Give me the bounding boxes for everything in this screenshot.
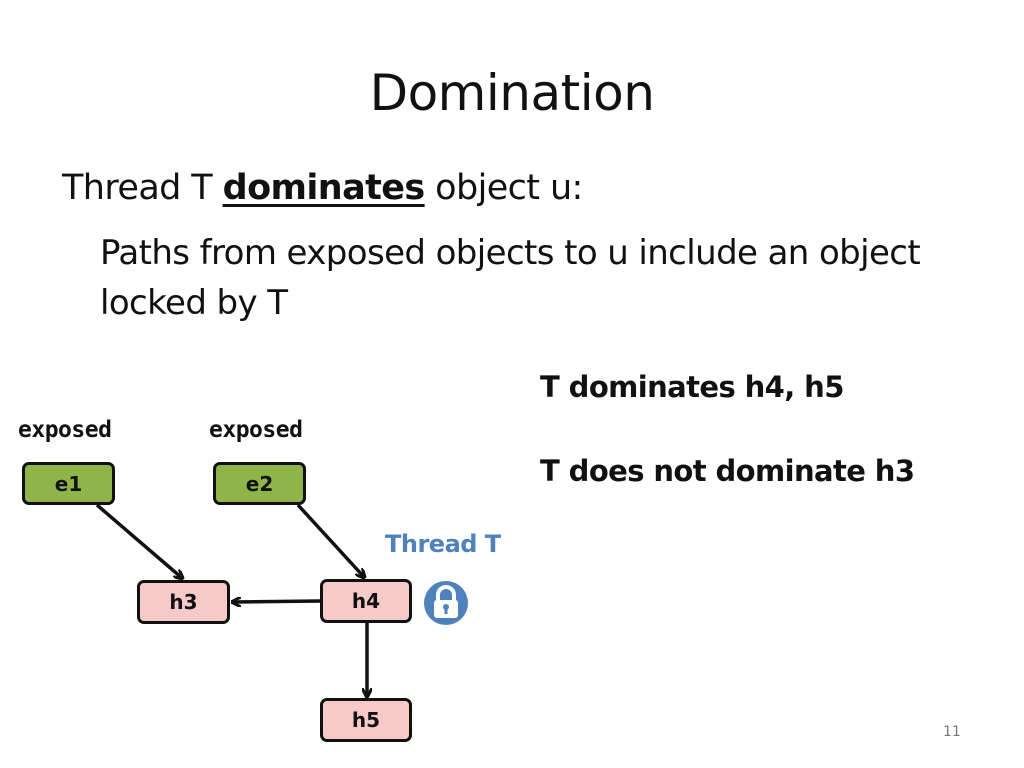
note-dominates: T dominates h4, h5 bbox=[540, 370, 844, 404]
page-number: 11 bbox=[943, 724, 961, 740]
definition-prefix: Thread T bbox=[62, 168, 223, 208]
definition-line: Thread T dominates object u: bbox=[62, 168, 583, 208]
node-e2: e2 bbox=[213, 462, 306, 505]
definition-emphasis: dominates bbox=[222, 168, 426, 208]
edge-h4-h3 bbox=[233, 601, 321, 602]
node-e1: e1 bbox=[22, 462, 115, 505]
node-h4: h4 bbox=[320, 579, 412, 623]
note-not-dominates: T does not dominate h3 bbox=[540, 454, 915, 488]
thread-label: Thread T bbox=[385, 530, 501, 558]
slide-title: Domination bbox=[369, 64, 655, 122]
exposed-label-e1: exposed bbox=[18, 417, 112, 443]
node-h5: h5 bbox=[320, 698, 412, 742]
edge-e2-h4 bbox=[296, 503, 364, 577]
node-h3: h3 bbox=[137, 580, 230, 624]
exposed-label-e2: exposed bbox=[209, 417, 303, 443]
edge-e1-h3 bbox=[95, 503, 182, 578]
lock-icon bbox=[424, 581, 468, 625]
definition-detail: Paths from exposed objects to u include … bbox=[100, 233, 921, 323]
definition-suffix: object u: bbox=[424, 168, 583, 208]
